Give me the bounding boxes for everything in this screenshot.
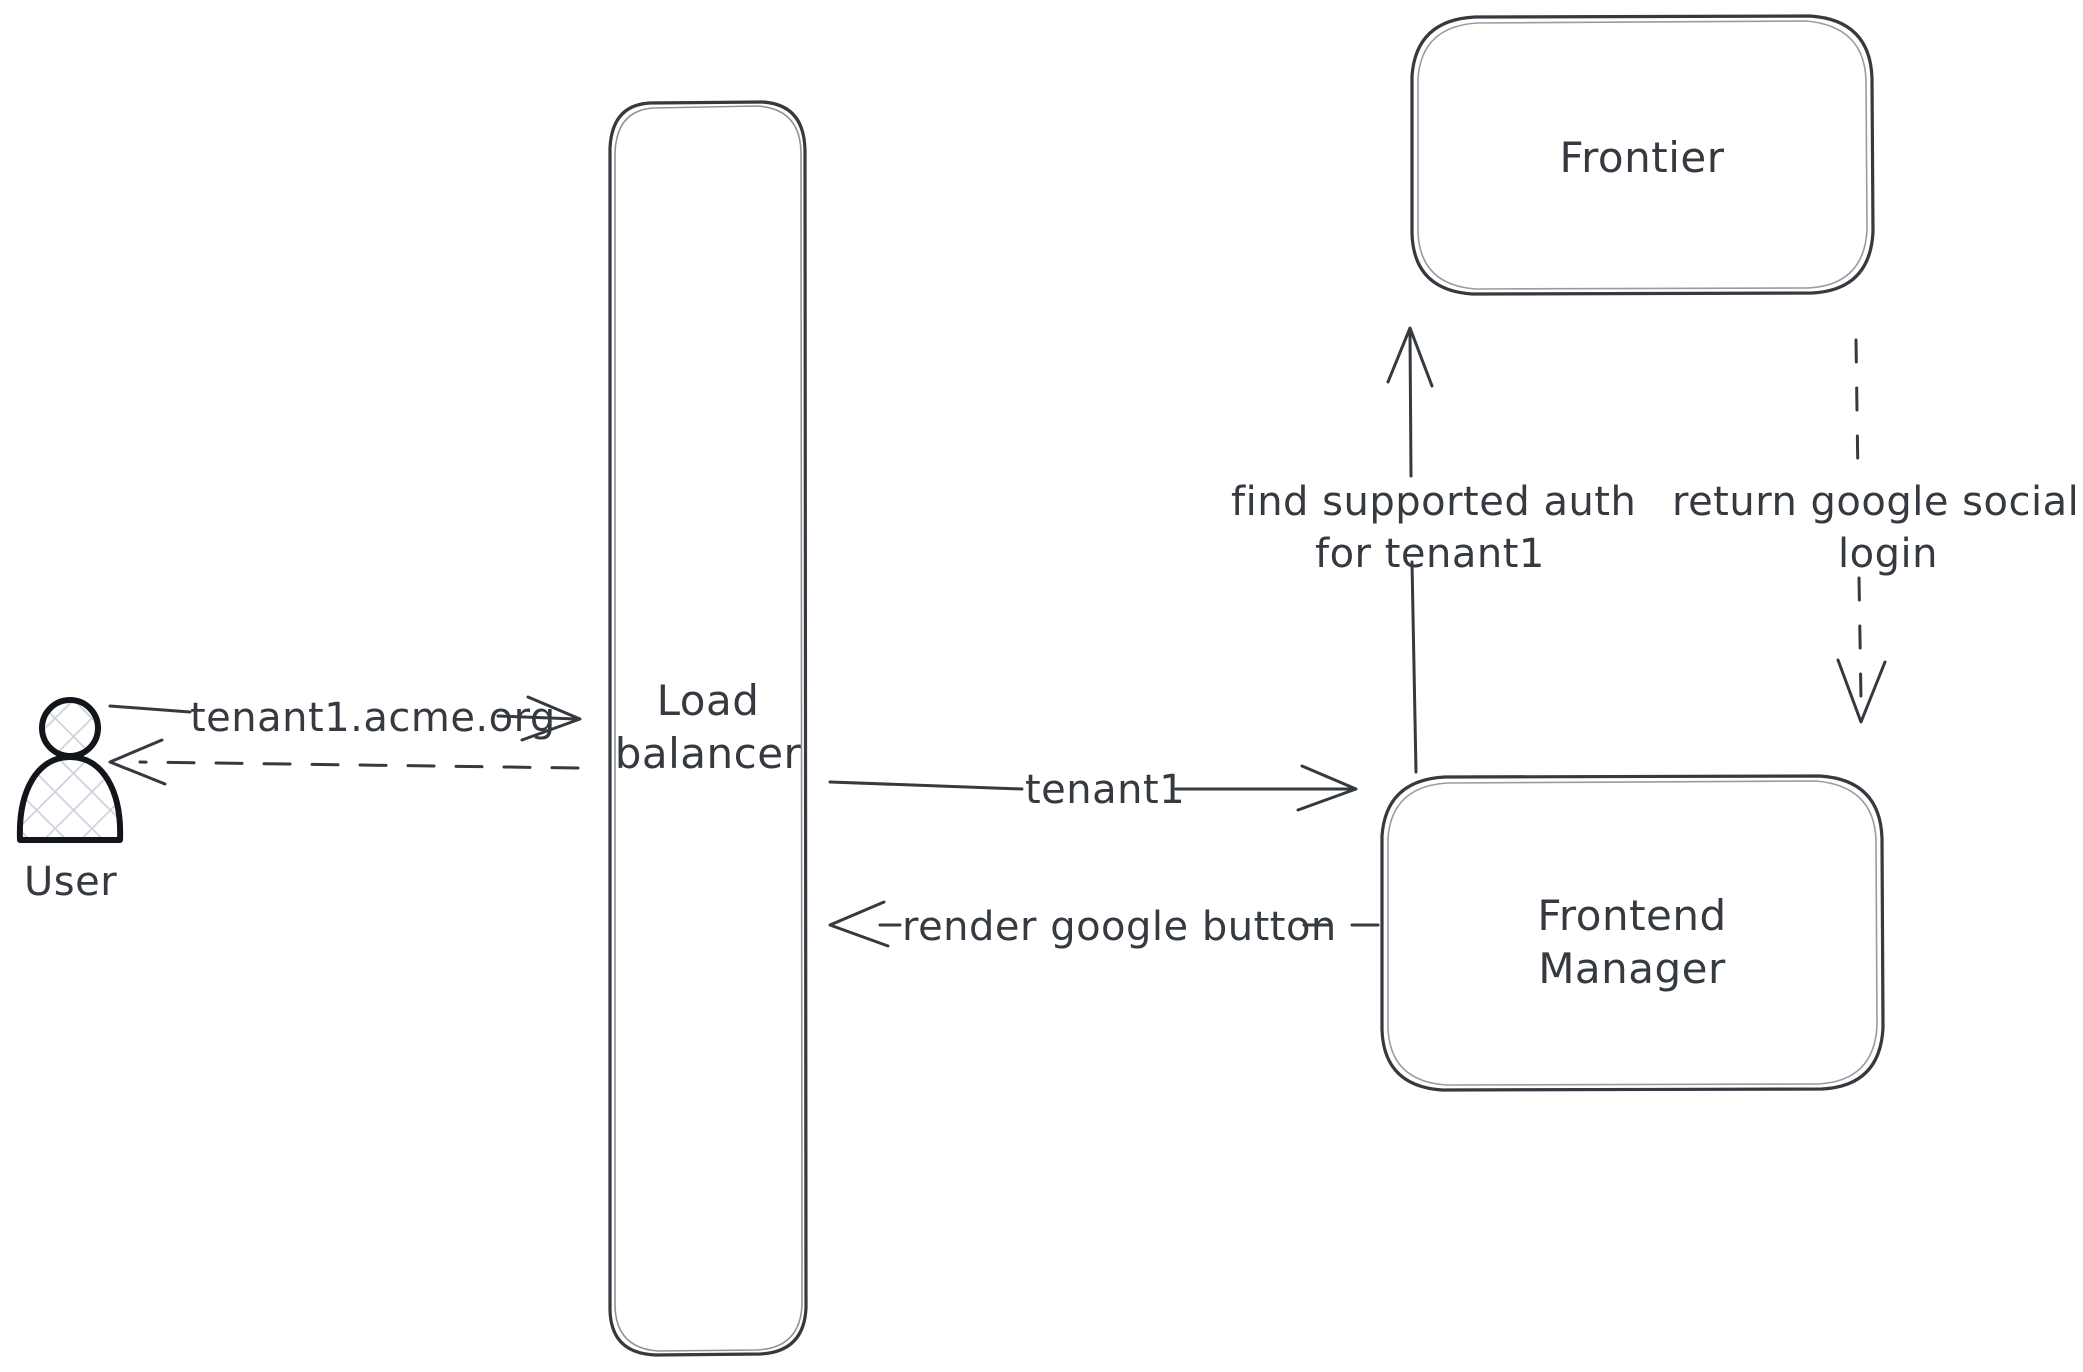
frontend-manager-outline [1380,774,1885,1092]
person-icon-head [39,697,101,759]
edge-fm-to-frontier-label-line1: find supported auth [1231,479,1636,525]
load-balancer-label-line2: balancer [615,729,802,778]
frontier-outline [1410,14,1875,296]
edge-fm-to-lb-arrowhead [828,900,890,948]
edge-frontier-to-fm-arrowhead [1836,658,1887,724]
actor-user[interactable] [16,697,124,843]
edge-fm-to-frontier [1386,326,1434,774]
edge-lb-to-fm-arrowhead [1296,764,1358,812]
edge-lb-to-user [108,738,580,786]
load-balancer-outline-sketch [614,105,803,1352]
edge-fm-to-frontier-line-lower [1410,560,1418,774]
edge-lb-to-fm [828,764,1358,812]
edge-fm-to-frontier-arrowhead [1386,326,1434,388]
edge-fm-to-lb-label: render google button [902,904,1337,950]
person-icon-body [16,754,124,843]
frontend-manager-label-line2: Manager [1538,944,1726,993]
node-load-balancer[interactable] [608,100,808,1357]
edge-fm-to-lb [828,900,1380,948]
node-frontier[interactable] [1410,14,1875,296]
edge-user-to-lb-line-right [496,714,578,721]
edge-fm-to-frontier-label-line2: for tenant1 [1315,531,1545,577]
edge-lb-to-user-arrowhead [108,738,167,786]
load-balancer-label-line1: Load [657,676,760,725]
node-frontend-manager[interactable] [1380,774,1885,1092]
edge-frontier-to-fm [1836,338,1887,724]
edge-frontier-to-fm-line-upper [1854,338,1860,482]
frontier-label: Frontier [1559,133,1724,182]
frontier-outline-sketch [1417,20,1868,290]
edge-user-to-lb-line-left [108,704,192,714]
edge-lb-to-fm-line-left [828,780,1024,791]
frontend-manager-outline-sketch [1387,780,1878,1086]
edge-lb-to-user-line [138,760,580,770]
edge-user-to-lb-arrowhead [520,695,582,742]
edge-user-to-lb [108,695,582,742]
load-balancer-outline [608,100,808,1357]
frontend-manager-label-line1: Frontend [1537,891,1726,940]
edge-fm-to-frontier-line-upper [1408,330,1413,478]
edge-frontier-to-fm-label-line2: login [1838,531,1938,577]
actor-user-label: User [24,859,117,905]
edge-user-to-lb-label: tenant1.acme.org [190,695,556,741]
edge-lb-to-fm-label: tenant1 [1025,767,1185,813]
edge-frontier-to-fm-label-line1: return google social [1672,479,2079,525]
edge-frontier-to-fm-line-lower [1857,576,1863,702]
